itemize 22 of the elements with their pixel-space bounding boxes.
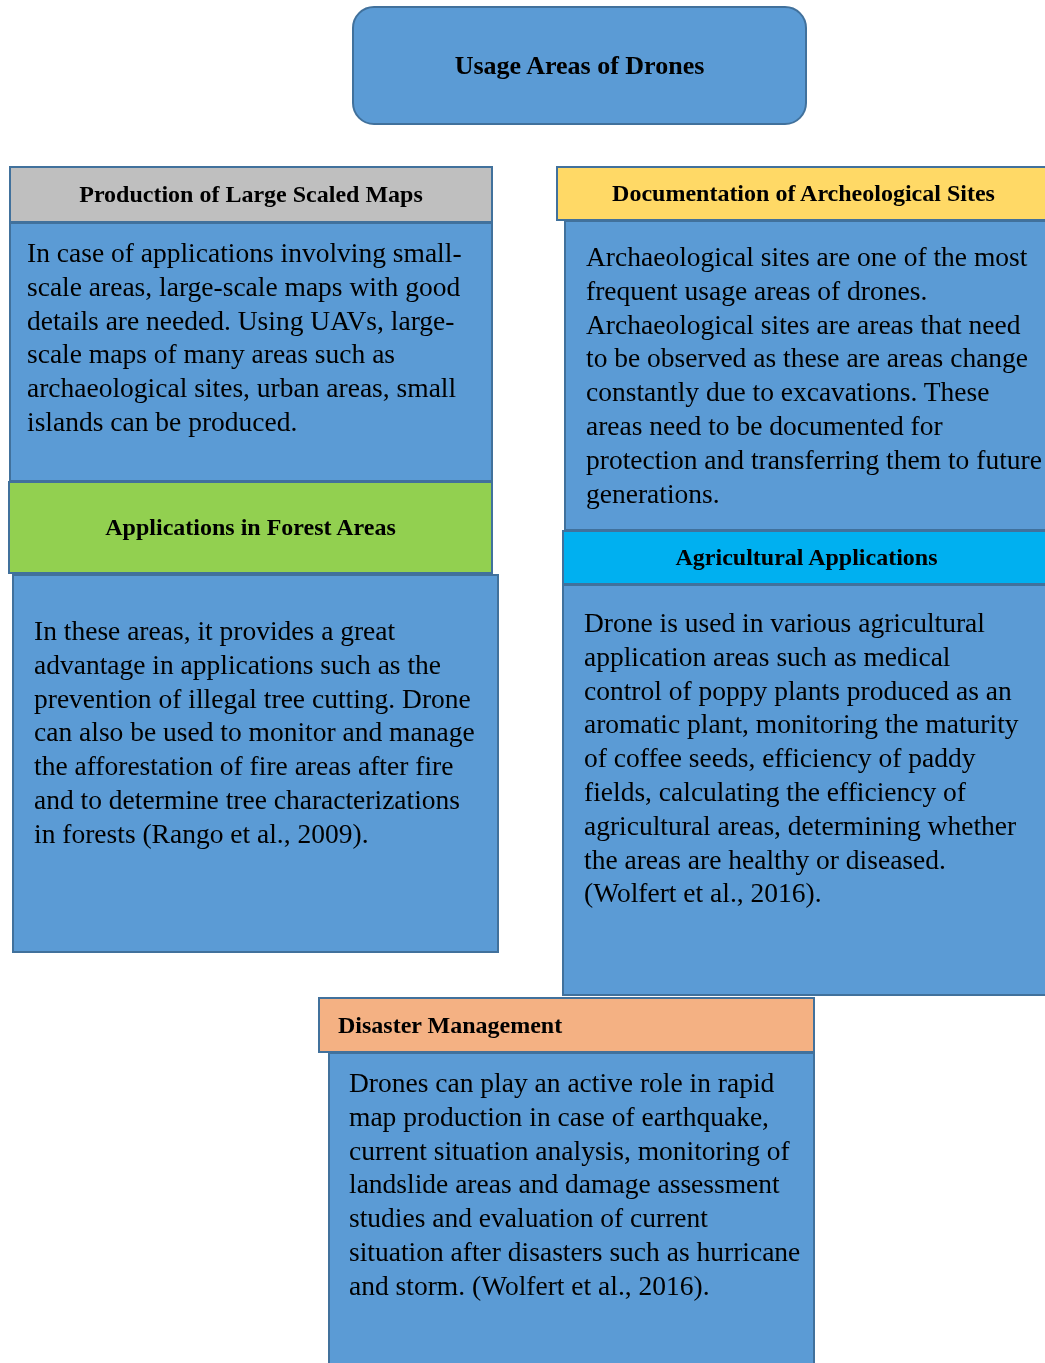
- section-header-box: [8, 481, 493, 574]
- title-text: Usage Areas of Drones: [454, 49, 705, 82]
- description-box: [12, 574, 499, 953]
- section-heading: Disaster Management: [338, 1010, 563, 1040]
- description-text: Archaeological sites are one of the most frequent usage areas of drones. Archaeological sites are areas that need to be observed as these are areas change constantly due to excavations. These areas need to be documented for protection and transferring them to future generations.: [586, 240, 1043, 511]
- title-box: [352, 6, 807, 125]
- description-box: [328, 1052, 815, 1363]
- section-header-box: [562, 530, 1045, 585]
- section-heading: Applications in Forest Areas: [105, 513, 396, 542]
- description-text: Drones can play an active role in rapid map production in case of earthquake, current situation analysis, monitoring of landslide areas and damage assessment studies and evaluation of current situation after disasters such as hurricane and storm. (Wolfert et al., 2016).: [349, 1066, 802, 1303]
- section-heading: Production of Large Scaled Maps: [79, 180, 423, 209]
- section-header-box: [318, 997, 815, 1053]
- description-text: In case of applications involving small-scale areas, large-scale maps with good details are needed. Using UAVs, large-scale maps of many areas such as archaeological sites, urban areas, small islands can be produced.: [27, 236, 463, 439]
- description-box: [9, 222, 493, 482]
- description-box: [562, 584, 1045, 996]
- section-header-box: [556, 166, 1045, 221]
- section-header-box: [9, 166, 493, 223]
- description-text: In these areas, it provides a great advantage in applications such as the prevention of illegal tree cutting. Drone can also be used to monitor and manage the afforestation of fire areas after fire and to determine tree characterizations in forests (Rango et al., 2009).: [34, 614, 476, 851]
- description-text: Drone is used in various agricultural application areas such as medical control of poppy plants produced as an aromatic plant, monitoring the maturity of coffee seeds, efficiency of paddy fields, calculating the efficiency of agricultural areas, determining whether the areas are healthy or diseased. (Wolfert et al., 2016).: [584, 606, 1020, 911]
- section-heading: Documentation of Archeological Sites: [612, 179, 995, 208]
- description-box: [564, 220, 1045, 531]
- section-heading: Agricultural Applications: [675, 543, 938, 572]
